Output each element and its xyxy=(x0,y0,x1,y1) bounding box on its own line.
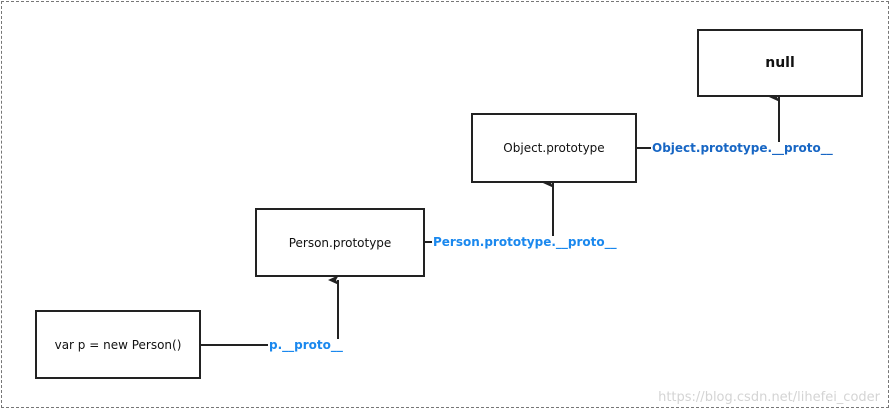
label-p-proto: p.__proto__ xyxy=(268,338,344,352)
node-null: null xyxy=(697,29,863,97)
label-person-proto: Person.prototype.__proto__ xyxy=(432,235,618,249)
connector-person-proto xyxy=(425,178,554,243)
node-object-prototype: Object.prototype xyxy=(471,113,637,183)
node-instance: var p = new Person() xyxy=(35,310,201,379)
label-object-proto: Object.prototype.__proto__ xyxy=(651,141,834,155)
watermark: https://blog.csdn.net/lihefei_coder xyxy=(658,390,880,405)
node-person-prototype: Person.prototype xyxy=(255,208,425,277)
connector-p-proto xyxy=(201,275,339,346)
